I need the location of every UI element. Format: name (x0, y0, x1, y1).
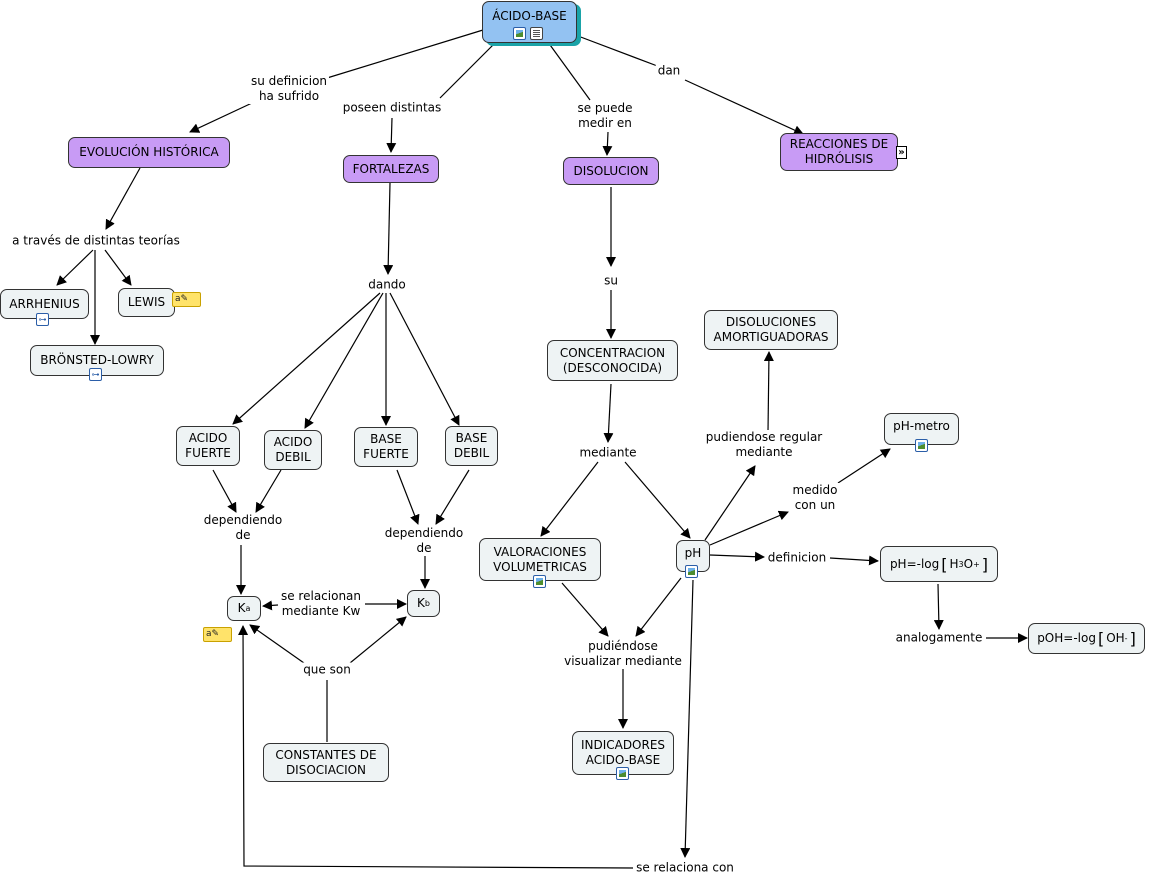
bracket-right: ] (981, 554, 989, 574)
arrhenius-label: ARRHENIUS (9, 296, 80, 311)
image-icon[interactable] (513, 27, 526, 40)
bracket-left: [ (1097, 629, 1105, 648)
link-label-dependiendo-acidos: dependiendo de (201, 513, 285, 543)
ph-formula-prefix: pH=-log (889, 556, 940, 571)
poh-formula-ion: OH (1106, 631, 1125, 645)
link-label-medido-con-un: medido con un (790, 483, 840, 513)
link-label-se-puede-medir: se puede medir en (575, 101, 635, 131)
link-label-pudiendose-regular: pudiendose regular mediante (703, 430, 825, 460)
acido-debil-label: ACIDO DEBIL (273, 435, 313, 464)
nested-map-icon[interactable]: » (896, 146, 907, 159)
image-icon[interactable] (533, 575, 546, 588)
poh-formula-prefix: pOH=-log (1037, 631, 1096, 645)
ph-metro-label: pH-metro (893, 419, 950, 433)
poh-formula-sup: - (1124, 634, 1128, 643)
ph-formula-sup: + (973, 559, 980, 569)
valoraciones-volumetricas-node[interactable]: VALORACIONES VOLUMETRICAS (479, 538, 601, 581)
annotation-icon[interactable]: a✎ (172, 292, 201, 307)
base-fuerte-label: BASE FUERTE (363, 432, 409, 461)
link-label-dependiendo-bases: dependiendo de (382, 526, 466, 556)
link-label-mediante: mediante (577, 445, 639, 461)
concentracion-label: CONCENTRACION (DESCONOCIDA) (559, 345, 666, 375)
link-label-analogamente: analogamente (893, 630, 985, 646)
ka-symbol: K (237, 601, 246, 615)
kb-symbol: K (417, 596, 425, 610)
acido-base-root-node[interactable]: ÁCIDO-BASE (482, 1, 577, 43)
disolucion-node[interactable]: DISOLUCION (563, 157, 659, 185)
indicadores-acido-base-label: INDICADORES ACIDO-BASE (580, 738, 666, 767)
image-icon[interactable] (685, 565, 698, 578)
disolucion-label: DISOLUCION (573, 163, 649, 178)
link-label-dando: dando (366, 277, 408, 293)
fortalezas-node[interactable]: FORTALEZAS (343, 155, 439, 183)
acido-fuerte-node[interactable]: ACIDO FUERTE (176, 426, 240, 466)
ph-metro-node[interactable]: pH-metro (884, 413, 959, 445)
fortalezas-label: FORTALEZAS (352, 161, 430, 176)
lewis-label: LEWIS (127, 295, 166, 309)
link-label-a-traves: a través de distintas teorías (10, 233, 182, 249)
evolucion-historica-label: EVOLUCIÓN HISTÓRICA (79, 145, 219, 159)
link-label-su: su (602, 273, 620, 289)
constantes-disociacion-label: CONSTANTES DE DISOCIACION (275, 747, 377, 777)
image-icon[interactable] (616, 767, 629, 780)
link-label-que-son: que son (301, 662, 353, 678)
concept-map-icon[interactable]: ⊶ (36, 313, 49, 326)
concentracion-node[interactable]: CONCENTRACION (DESCONOCIDA) (547, 340, 678, 381)
ph-formula-ion: H (949, 556, 959, 571)
constantes-disociacion-node[interactable]: CONSTANTES DE DISOCIACION (263, 743, 389, 782)
link-label-pudiendose-visualizar: pudiéndose visualizar mediante (562, 639, 684, 669)
document-icon[interactable] (530, 27, 543, 40)
bracket-right: ] (1129, 629, 1136, 648)
acido-debil-node[interactable]: ACIDO DEBIL (264, 430, 322, 470)
disoluciones-amortiguadoras-label: DISOLUCIONES AMORTIGUADORAS (713, 315, 829, 344)
evolucion-historica-node[interactable]: EVOLUCIÓN HISTÓRICA (68, 137, 230, 168)
ph-formula-sub: 3 (958, 559, 964, 569)
acido-base-label: ÁCIDO-BASE (492, 9, 567, 23)
valoraciones-volumetricas-label: VALORACIONES VOLUMETRICAS (493, 544, 587, 574)
link-label-dan: dan (655, 63, 683, 79)
reacciones-hidrolisis-node[interactable]: REACCIONES DE HIDRÓLISIS (780, 133, 898, 171)
link-label-se-relaciona-con: se relaciona con (634, 860, 736, 876)
disoluciones-amortiguadoras-node[interactable]: DISOLUCIONES AMORTIGUADORAS (704, 310, 838, 350)
ka-subscript: a (245, 604, 251, 613)
kb-subscript: b (424, 599, 430, 608)
link-label-definicion: definicion (765, 550, 829, 566)
image-icon[interactable] (915, 439, 928, 452)
base-fuerte-node[interactable]: BASE FUERTE (354, 427, 418, 467)
link-label-poseen-distintas: poseen distintas (340, 100, 444, 116)
base-debil-node[interactable]: BASE DEBIL (445, 426, 498, 466)
ph-label: pH (684, 546, 702, 560)
poh-formula-node[interactable]: pOH=-log [ OH- ] (1028, 623, 1145, 654)
annotation-icon[interactable]: a✎ (203, 627, 232, 642)
concept-map-icon[interactable]: ⊶ (89, 368, 102, 381)
link-label-su-definicion: su definicion ha sufrido (248, 74, 330, 104)
bracket-left: [ (941, 554, 948, 574)
reacciones-hidrolisis-label: REACCIONES DE HIDRÓLISIS (789, 137, 889, 166)
lewis-node[interactable]: LEWIS (118, 288, 175, 317)
acido-fuerte-label: ACIDO FUERTE (185, 431, 231, 460)
bronsted-lowry-label: BRÖNSTED-LOWRY (40, 353, 154, 367)
link-label-se-relacionan: se relacionan mediante Kw (278, 589, 364, 619)
ph-formula-o: O (963, 556, 974, 571)
base-debil-label: BASE DEBIL (453, 431, 490, 460)
